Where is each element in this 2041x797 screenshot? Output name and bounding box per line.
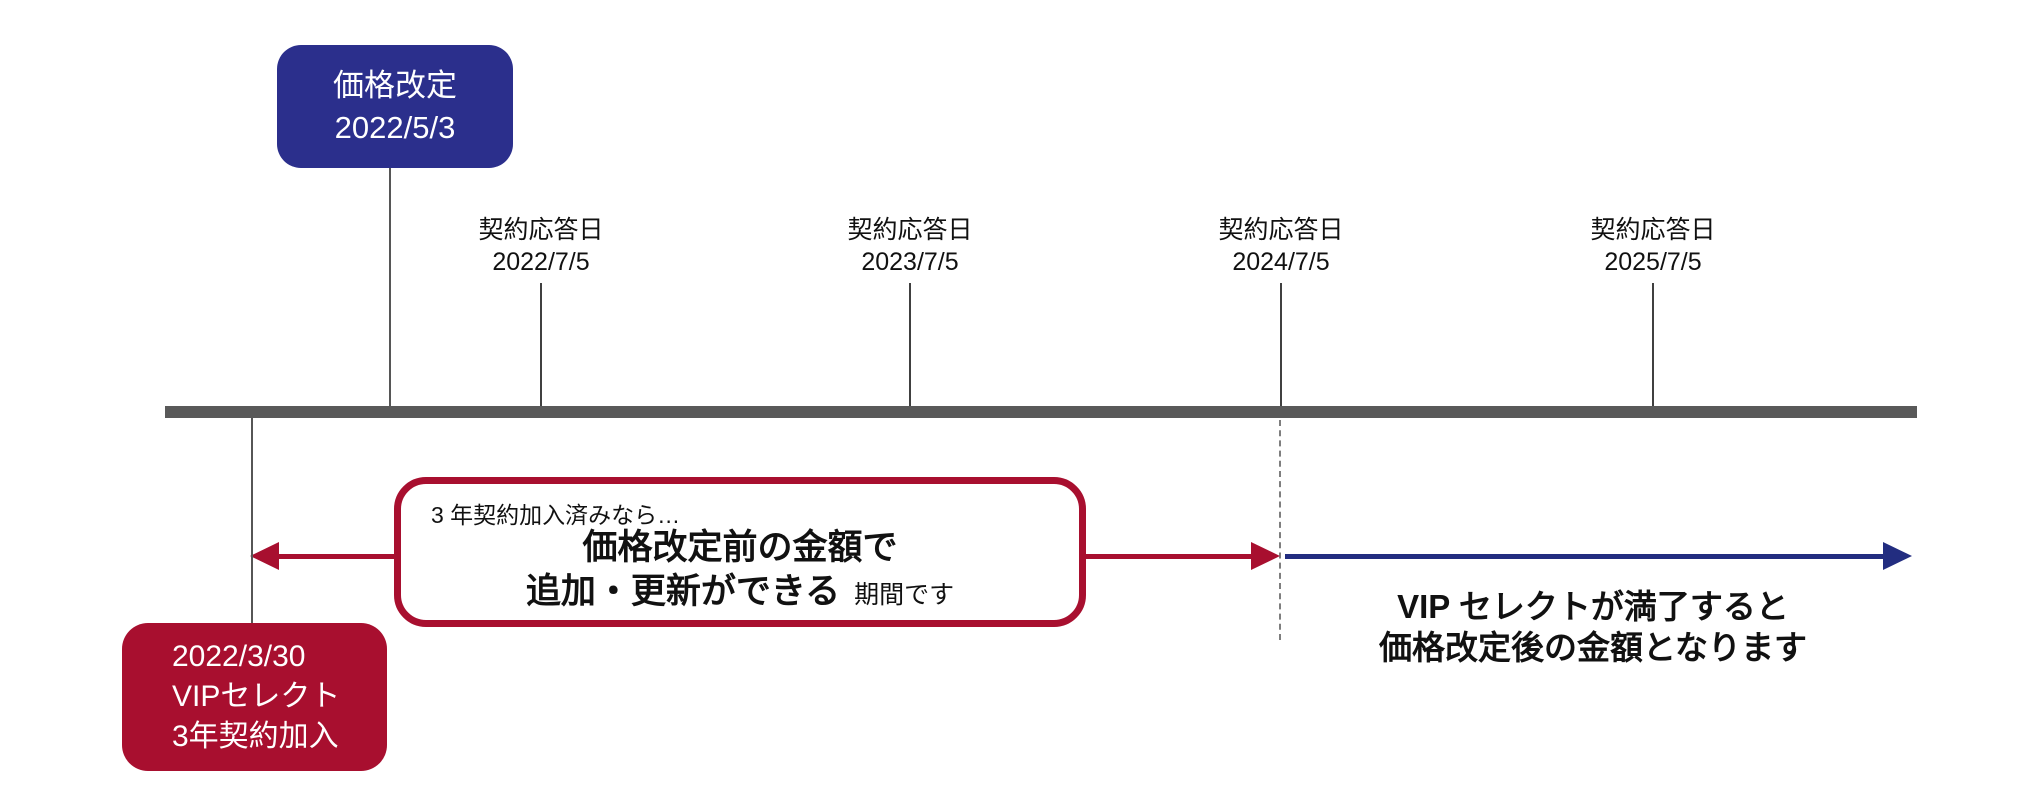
tick-label-text: 契約応答日 bbox=[847, 216, 973, 244]
vip-join-connector-line bbox=[251, 418, 253, 623]
vip-join-plan: VIPセレクト bbox=[172, 680, 341, 713]
price-revision-title: 価格改定 bbox=[333, 67, 457, 103]
price-revision-connector-line bbox=[389, 168, 391, 406]
tick-date-text: 2024/7/5 bbox=[1232, 248, 1330, 276]
vip-join-box: 2022/3/30 VIPセレクト 3年契約加入 bbox=[122, 623, 387, 771]
tick-line-2023-7-5 bbox=[909, 283, 911, 406]
post-expiry-arrowhead-icon bbox=[1883, 542, 1912, 570]
post-expiry-arrow-line bbox=[1285, 554, 1887, 559]
tick-label-2022-7-5: 契約応答日 2022/7/5 bbox=[391, 214, 691, 278]
tick-date-text: 2023/7/5 bbox=[861, 248, 959, 276]
tick-line-2022-7-5 bbox=[540, 283, 542, 406]
post-expiry-note: VIP セレクトが満了すると 価格改定後の金額となります bbox=[1310, 586, 1876, 668]
grace-period-right-arrowhead-icon bbox=[1251, 542, 1280, 570]
callout-main-text: 価格改定前の金額で 追加・更新ができる期間です bbox=[401, 526, 1079, 617]
price-revision-box: 価格改定 2022/5/3 bbox=[277, 45, 513, 168]
price-revision-date: 2022/5/3 bbox=[334, 109, 456, 145]
tick-label-2024-7-5: 契約応答日 2024/7/5 bbox=[1131, 214, 1431, 278]
vip-join-contract: 3年契約加入 bbox=[172, 720, 339, 753]
callout-suffix-text: 期間です bbox=[854, 581, 955, 609]
grace-period-callout: 3 年契約加入済みなら… 価格改定前の金額で 追加・更新ができる期間です bbox=[394, 477, 1086, 627]
callout-main-line1: 価格改定前の金額で bbox=[582, 528, 898, 567]
tick-date-text: 2025/7/5 bbox=[1604, 248, 1702, 276]
post-expiry-note-line1: VIP セレクトが満了すると bbox=[1397, 588, 1789, 625]
tick-line-2024-7-5 bbox=[1280, 283, 1282, 406]
tick-label-2025-7-5: 契約応答日 2025/7/5 bbox=[1503, 214, 1803, 278]
tick-line-2025-7-5 bbox=[1652, 283, 1654, 406]
timeline-bar bbox=[165, 406, 1917, 418]
tick-label-text: 契約応答日 bbox=[1590, 216, 1716, 244]
expiry-dashed-line bbox=[1279, 420, 1281, 640]
tick-label-2023-7-5: 契約応答日 2023/7/5 bbox=[760, 214, 1060, 278]
grace-period-left-arrowhead-icon bbox=[250, 542, 279, 570]
tick-date-text: 2022/7/5 bbox=[492, 248, 590, 276]
callout-main-line2: 追加・更新ができる bbox=[525, 572, 841, 611]
post-expiry-note-line2: 価格改定後の金額となります bbox=[1378, 629, 1807, 666]
tick-label-text: 契約応答日 bbox=[478, 216, 604, 244]
vip-join-date: 2022/3/30 bbox=[172, 640, 306, 673]
tick-label-text: 契約応答日 bbox=[1218, 216, 1344, 244]
callout-condition-text: 3 年契約加入済みなら… bbox=[431, 502, 681, 528]
callout-main-line2-row: 追加・更新ができる期間です bbox=[401, 570, 1079, 617]
